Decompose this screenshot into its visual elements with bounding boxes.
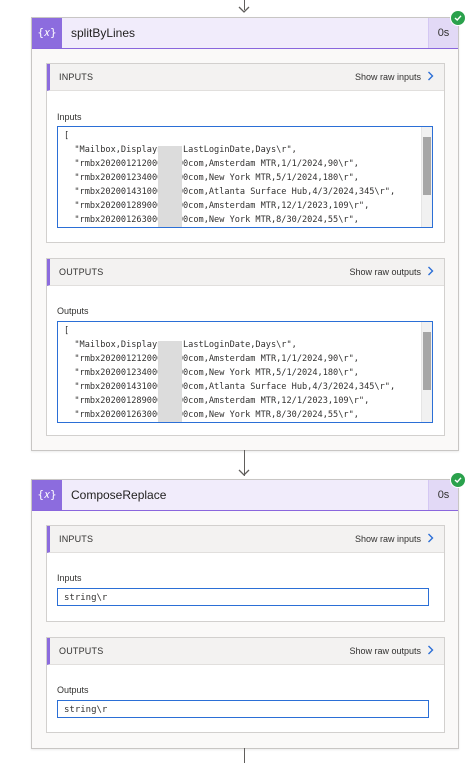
outputs-scrollbar[interactable] xyxy=(421,322,432,422)
middle-connector-line xyxy=(244,450,245,476)
inputs-section-header: INPUTS Show raw inputs xyxy=(47,526,444,553)
show-raw-outputs-link[interactable]: Show raw outputs xyxy=(349,645,434,657)
show-raw-inputs-link[interactable]: Show raw inputs xyxy=(355,533,434,545)
scroll-thumb[interactable] xyxy=(423,332,431,390)
card-header[interactable]: {𝑥} splitByLines 0s xyxy=(32,10,466,49)
inputs-code-text: [ "Mailbox,Displayname,LastLoginDate,Day… xyxy=(64,131,396,225)
scroll-down-arrow-icon[interactable] xyxy=(423,414,431,420)
inputs-value-box[interactable]: string\r xyxy=(57,588,429,606)
compose-action-icon: {𝑥} xyxy=(32,480,62,510)
success-check-icon xyxy=(450,10,466,26)
inputs-section: INPUTS Show raw inputs Inputs [ "Mailbox… xyxy=(46,63,445,243)
scroll-up-arrow-icon[interactable] xyxy=(423,324,431,336)
inputs-field-label: Inputs xyxy=(57,112,82,122)
inputs-field-label: Inputs xyxy=(57,573,82,583)
chevron-right-icon xyxy=(427,645,434,657)
card-title: ComposeReplace xyxy=(71,488,167,502)
outputs-header-label: OUTPUTS xyxy=(59,267,104,277)
action-card-composereplace[interactable]: {𝑥} ComposeReplace 0s INPUTS Show raw in… xyxy=(31,472,466,749)
inputs-header-label: INPUTS xyxy=(59,534,94,544)
scroll-down-arrow-icon[interactable] xyxy=(423,219,431,225)
outputs-header-label: OUTPUTS xyxy=(59,646,104,656)
arrow-down-icon xyxy=(238,469,250,477)
show-raw-outputs-link[interactable]: Show raw outputs xyxy=(349,266,434,278)
card-header[interactable]: {𝑥} ComposeReplace 0s xyxy=(32,472,466,511)
outputs-value-box[interactable]: string\r xyxy=(57,700,429,718)
compose-action-icon: {𝑥} xyxy=(32,18,62,48)
chevron-right-icon xyxy=(427,533,434,545)
show-raw-inputs-label: Show raw inputs xyxy=(354,534,421,544)
outputs-code-viewer[interactable]: [ "Mailbox,Displayname,LastLoginDate,Day… xyxy=(57,321,433,423)
inputs-section: INPUTS Show raw inputs Inputs string\r xyxy=(46,525,445,622)
bottom-connector-line xyxy=(244,748,245,763)
success-check-icon xyxy=(450,472,466,488)
chevron-right-icon xyxy=(427,266,434,278)
outputs-field-label: Outputs xyxy=(57,685,89,695)
outputs-section: OUTPUTS Show raw outputs Outputs [ "Mail… xyxy=(46,258,445,436)
redaction-block xyxy=(158,146,182,227)
arrow-down-icon xyxy=(238,6,250,14)
scroll-thumb[interactable] xyxy=(423,137,431,195)
card-title: splitByLines xyxy=(71,26,136,40)
top-connector-line xyxy=(244,0,245,10)
inputs-header-label: INPUTS xyxy=(59,72,94,82)
inputs-code-viewer[interactable]: [ "Mailbox,Displayname,LastLoginDate,Day… xyxy=(57,126,433,228)
show-raw-inputs-label: Show raw inputs xyxy=(354,72,421,82)
outputs-code-text: [ "Mailbox,Displayname,LastLoginDate,Day… xyxy=(64,326,396,420)
inputs-section-header: INPUTS Show raw inputs xyxy=(47,64,444,91)
show-raw-inputs-link[interactable]: Show raw inputs xyxy=(355,71,434,83)
inputs-scrollbar[interactable] xyxy=(421,127,432,227)
outputs-section-header: OUTPUTS Show raw outputs xyxy=(47,259,444,286)
action-card-splitbylines[interactable]: {𝑥} splitByLines 0s INPUTS Show raw inpu… xyxy=(31,10,466,451)
show-raw-outputs-label: Show raw outputs xyxy=(349,267,421,277)
scroll-up-arrow-icon[interactable] xyxy=(423,129,431,141)
outputs-section-header: OUTPUTS Show raw outputs xyxy=(47,638,444,665)
redaction-block xyxy=(158,341,182,422)
chevron-right-icon xyxy=(427,71,434,83)
outputs-field-label: Outputs xyxy=(57,306,89,316)
outputs-section: OUTPUTS Show raw outputs Outputs string\… xyxy=(46,637,445,733)
show-raw-outputs-label: Show raw outputs xyxy=(349,646,421,656)
